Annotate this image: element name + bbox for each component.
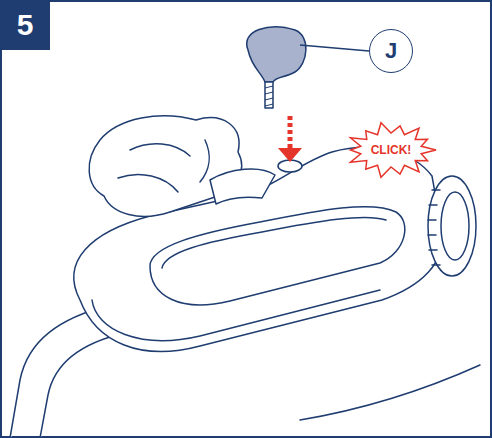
sound-effect-text: CLICK! — [371, 144, 412, 156]
insert-arrow-head — [278, 148, 302, 162]
click-burst: CLICK! — [344, 120, 438, 180]
leader-line — [300, 45, 369, 51]
side-wheel — [428, 176, 476, 276]
wheel-hub — [441, 192, 469, 260]
base-arm — [40, 333, 125, 438]
step-number-box: 5 — [0, 0, 50, 50]
tray-recess-edge — [162, 217, 386, 268]
insert-arrow-shaft — [288, 116, 293, 148]
knob-part — [247, 27, 306, 82]
fabric-fold — [118, 140, 209, 192]
fabric-strap — [210, 169, 275, 204]
step-number: 5 — [17, 10, 34, 40]
knob-screw — [265, 82, 273, 108]
callout-circle: J — [369, 29, 413, 73]
callout-letter: J — [385, 40, 397, 62]
wheel-ridges — [428, 190, 440, 265]
screw-thread — [265, 86, 273, 106]
base-edge — [300, 365, 480, 420]
burst-outline — [350, 123, 436, 178]
tray-recess — [150, 207, 405, 305]
